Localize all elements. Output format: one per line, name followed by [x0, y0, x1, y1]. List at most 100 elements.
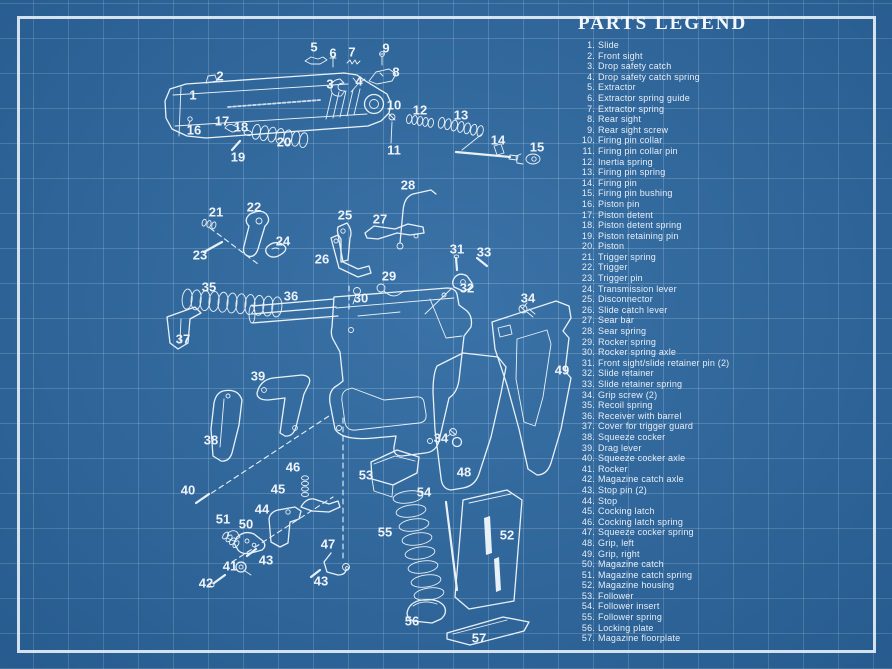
- trigger-guard-cover-drawing: [166, 306, 202, 350]
- part-callout-24: 24: [276, 234, 291, 249]
- legend-item-40: 40.Squeeze cocker axle: [581, 453, 686, 464]
- catch-rocker-parts: [194, 413, 350, 588]
- part-callout-34: 34: [521, 291, 536, 306]
- part-callout-10: 10: [387, 98, 401, 113]
- legend-item-38: 38.Squeeze cocker: [581, 431, 666, 442]
- piston-parts: [187, 116, 309, 152]
- grip-drawings: [432, 300, 572, 491]
- part-callout-43: 43: [314, 574, 328, 589]
- legend-item-43: 43.Stop pin (2): [581, 484, 647, 495]
- part-callout-8: 8: [392, 65, 399, 80]
- legend-item-55: 55.Follower spring: [581, 612, 663, 623]
- part-callout-41: 41: [223, 559, 237, 574]
- part-callout-48: 48: [457, 465, 471, 480]
- firing-pin-parts: [388, 113, 541, 165]
- receiver-drawing: [248, 287, 473, 457]
- legend-item-4: 4.Drop safety catch spring: [587, 71, 700, 82]
- part-callout-23: 23: [193, 248, 207, 263]
- part-callout-32: 32: [460, 281, 474, 296]
- part-callout-4: 4: [355, 74, 363, 89]
- legend-item-5: 5.Extractor: [587, 82, 636, 93]
- legend-item-42: 42.Magazine catch axle: [581, 474, 684, 485]
- part-callout-44: 44: [255, 502, 270, 517]
- slide-drawing: [164, 72, 392, 139]
- part-callout-3: 3: [326, 77, 333, 92]
- part-callout-37: 37: [176, 332, 190, 347]
- legend-item-17: 17.Piston detent: [581, 209, 654, 220]
- legend-item-32: 32.Slide retainer: [581, 368, 654, 379]
- legend-item-48: 48.Grip, left: [581, 537, 635, 548]
- legend-item-31: 31.Front sight/slide retainer pin (2): [581, 357, 730, 368]
- part-callout-55: 55: [378, 525, 392, 540]
- legend-item-54: 54.Follower insert: [581, 601, 660, 612]
- part-callout-22: 22: [247, 200, 261, 215]
- part-callout-36: 36: [284, 289, 298, 304]
- legend-item-19: 19.Piston retaining pin: [581, 230, 679, 241]
- legend-item-2: 2.Front sight: [587, 50, 643, 61]
- legend-item-45: 45.Cocking latch: [581, 506, 655, 517]
- legend-item-29: 29.Rocker spring: [581, 336, 657, 347]
- legend-item-56: 56.Locking plate: [581, 622, 654, 633]
- part-callout-39: 39: [251, 369, 265, 384]
- legend-item-51: 51.Magazine catch spring: [581, 569, 693, 580]
- part-callout-13: 13: [454, 108, 468, 123]
- slide-retainer-parts: [424, 254, 489, 315]
- legend-item-7: 7.Extractor spring: [587, 103, 665, 114]
- legend-item-23: 23.Trigger pin: [581, 273, 643, 284]
- legend-item-12: 12.Inertia spring: [581, 156, 653, 167]
- legend-item-22: 22.Trigger: [581, 262, 628, 273]
- legend-item-57: 57.Magazine floorplate: [581, 633, 681, 644]
- legend-item-53: 53.Follower: [581, 590, 634, 601]
- part-callout-6: 6: [329, 46, 336, 61]
- legend-item-50: 50.Magazine catch: [581, 559, 664, 570]
- legend-item-6: 6.Extractor spring guide: [587, 92, 690, 103]
- legend-item-37: 37.Cover for trigger guard: [581, 421, 694, 432]
- part-callout-47: 47: [321, 537, 335, 552]
- part-callout-35: 35: [202, 280, 216, 295]
- part-callout-19: 19: [231, 150, 245, 165]
- legend-item-24: 24.Transmission lever: [581, 283, 677, 294]
- legend-item-21: 21.Trigger spring: [581, 251, 656, 262]
- part-callout-17: 17: [215, 114, 229, 129]
- part-callout-16: 16: [187, 123, 201, 138]
- part-callout-45: 45: [271, 482, 285, 497]
- part-callout-21: 21: [209, 205, 223, 220]
- legend-item-30: 30.Rocker spring axle: [581, 347, 677, 358]
- part-callout-26: 26: [315, 252, 329, 267]
- part-callout-50: 50: [239, 517, 253, 532]
- part-callout-51: 51: [216, 512, 230, 527]
- cocker-lever-drawings: [210, 374, 311, 462]
- legend-item-16: 16.Piston pin: [581, 198, 640, 209]
- legend-item-18: 18.Piston detent spring: [581, 220, 682, 231]
- legend-item-13: 13.Firing pin spring: [581, 167, 666, 178]
- part-callout-27: 27: [373, 212, 387, 227]
- part-callout-2: 2: [216, 69, 223, 84]
- part-callout-28: 28: [401, 178, 415, 193]
- part-callout-31: 31: [450, 242, 464, 257]
- part-callout-30: 30: [354, 291, 368, 306]
- part-callout-40: 40: [181, 483, 195, 498]
- legend-item-8: 8.Rear sight: [587, 114, 642, 125]
- legend-item-36: 36.Receiver with barrel: [581, 410, 682, 421]
- part-callout-1: 1: [189, 88, 196, 103]
- part-callout-15: 15: [530, 140, 544, 155]
- part-callout-20: 20: [277, 135, 291, 150]
- legend-item-44: 44.Stop: [581, 495, 618, 506]
- part-callout-42: 42: [199, 576, 213, 591]
- trigger-parts: [201, 210, 287, 265]
- part-callout-38: 38: [204, 433, 218, 448]
- legend-item-10: 10.Firing pin collar: [581, 135, 663, 146]
- legend-item-35: 35.Recoil spring: [581, 400, 653, 411]
- part-callout-54: 54: [417, 485, 432, 500]
- legend-item-15: 15.Firing pin bushing: [581, 188, 673, 199]
- legend-item-52: 52.Magazine housing: [581, 580, 675, 591]
- part-callout-14: 14: [491, 133, 506, 148]
- part-callout-56: 56: [405, 614, 419, 629]
- part-callout-46: 46: [286, 460, 300, 475]
- legend-item-33: 33.Slide retainer spring: [581, 379, 683, 389]
- legend-item-34: 34.Grip screw (2): [581, 389, 658, 400]
- legend-item-11: 11.Firing pin collar pin: [582, 145, 678, 156]
- legend-item-47: 47.Squeeze cocker spring: [581, 527, 694, 538]
